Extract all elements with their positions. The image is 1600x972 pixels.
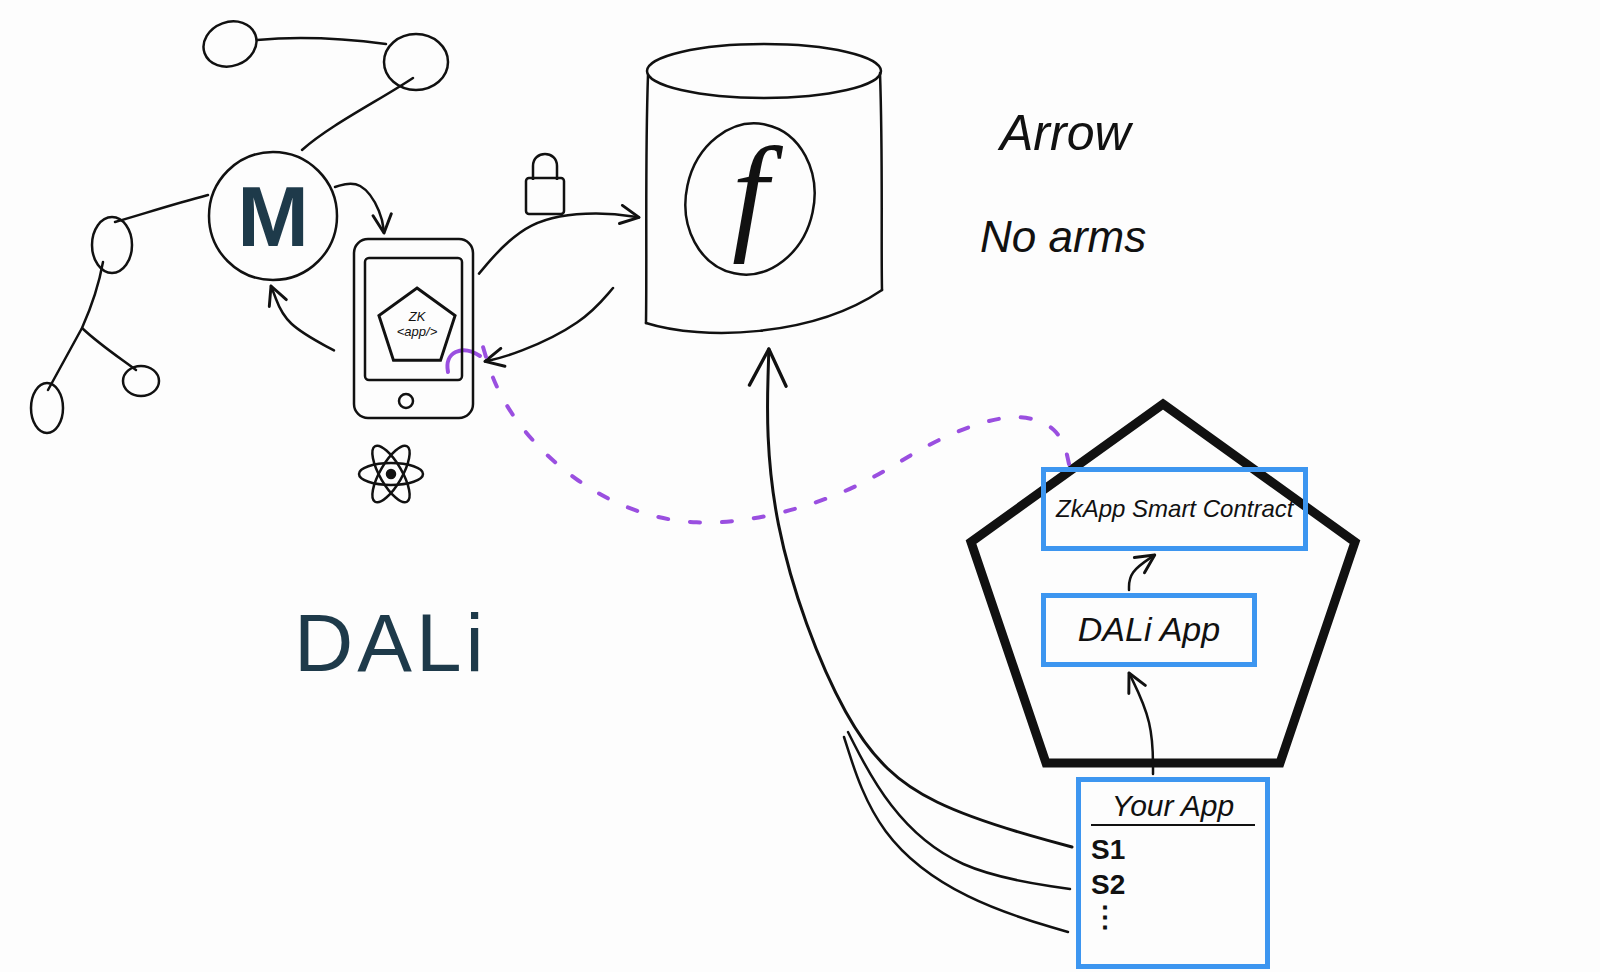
node-row-text: S1: [1091, 832, 1255, 867]
arrow-connector: [768, 349, 1072, 847]
label-slot: Arrow: [1000, 104, 1131, 162]
node-text: ZkApp Smart Contract: [1056, 495, 1293, 523]
dashed-link: [483, 347, 1069, 523]
arrow-connector: [271, 286, 334, 350]
node-row-text: S2: [1091, 867, 1255, 902]
react-atom-icon: [359, 441, 423, 507]
dali-app-box: DALi App: [1041, 593, 1257, 667]
node-text: M: [237, 173, 309, 259]
arrow-connector: [1129, 555, 1155, 590]
lock-icon: [526, 154, 564, 214]
node-text: DALi App: [1078, 611, 1220, 648]
purple-hook: [447, 350, 480, 372]
node-text: Your App: [1091, 788, 1255, 826]
mina-logo-circle: M: [207, 150, 339, 282]
zkapp-pentagon: [971, 404, 1355, 763]
smart-contract-box: ZkApp Smart Contract: [1041, 467, 1308, 551]
filecoin-storage-cylinder: f: [643, 41, 885, 335]
arrow-connector: [479, 213, 639, 273]
arrow-connector: [335, 184, 384, 233]
note-text: No arms: [980, 212, 1146, 262]
node-text: ZK <app/>: [390, 310, 444, 340]
label-slot: No arms: [980, 212, 1146, 262]
node-row-text: ⋮: [1091, 902, 1255, 933]
arrow-connector: [1129, 673, 1153, 774]
your-app-box: Your AppS1S2⋮: [1076, 777, 1270, 969]
note-text: Arrow: [1000, 104, 1131, 162]
merge-strand: [848, 732, 1070, 889]
phone-device: ZK <app/>: [352, 237, 477, 420]
arrow-connector: [485, 288, 613, 361]
label-slot: DALi: [294, 596, 488, 690]
merge-strand: [844, 737, 1068, 932]
node-text: f: [688, 127, 812, 257]
network-graph: [31, 14, 448, 433]
project-name: DALi: [294, 596, 488, 690]
